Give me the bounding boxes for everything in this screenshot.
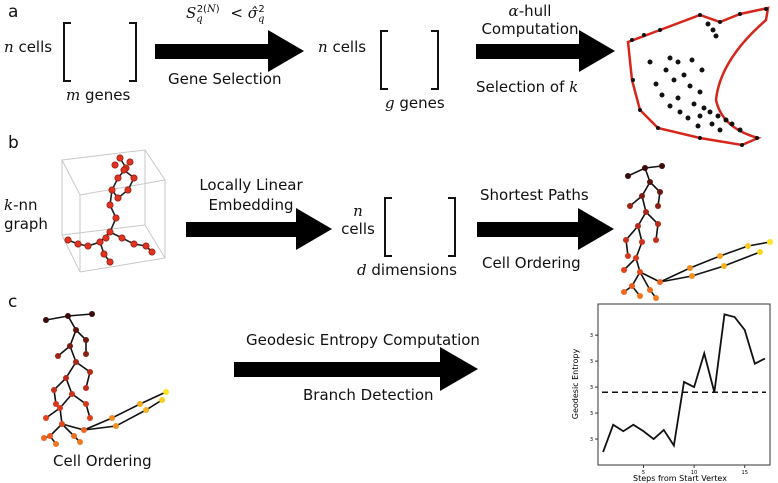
x-tick-label: 15: [742, 470, 748, 476]
panel-label-a: a: [8, 2, 19, 22]
alpha-hull-plot: [626, 6, 770, 147]
arrow-a1: [155, 30, 304, 72]
a-step2-bottom: Selection of k: [476, 78, 579, 96]
y-tick-label: 3: [590, 359, 593, 365]
c-step-bottom: Branch Detection: [303, 386, 434, 404]
b-input-label: k-nn graph: [4, 196, 48, 233]
b-output-bracket-right: [448, 197, 456, 257]
b-step2-bottom: Cell Ordering: [482, 254, 581, 272]
a-input-bracket-right: [129, 22, 137, 82]
a-step1-bottom: Gene Selection: [168, 70, 282, 88]
a-input-bracket-left: [63, 22, 71, 82]
a-step2-top: α-hull Computation: [481, 2, 579, 38]
x-tick-label: 5: [642, 470, 645, 476]
entropy-chart: 3 3 3 3 3 5 10 15 Steps from Start Vertex Geode…: [571, 303, 771, 483]
a-step1-top: Sq2(N) < σ̂q2: [186, 4, 265, 25]
arrow-a2: [476, 30, 615, 72]
a-output-bracket-right: [431, 30, 439, 90]
a-input-rows: n cells: [4, 38, 53, 56]
arrow-b1: [186, 208, 332, 250]
panel-label-b: b: [8, 133, 19, 153]
a-input-cols: m genes: [66, 86, 131, 104]
a-output-bracket-left: [380, 30, 388, 90]
b-step2-top: Shortest Paths: [480, 186, 589, 204]
knn-graph-3d: [61, 149, 166, 273]
chart-xlabel: Steps from Start Vertex: [633, 474, 727, 483]
x-tick-label: 10: [691, 470, 697, 476]
entropy-series-line: [602, 313, 766, 453]
y-tick-label: 3: [590, 333, 593, 339]
cell-ordering-tree-b: [621, 163, 773, 301]
y-tick-label: 3: [590, 411, 593, 417]
chart-ylabel: Geodesic Entropy: [571, 349, 580, 420]
c-input-caption: Cell Ordering: [53, 452, 152, 470]
panel-label-c: c: [8, 292, 18, 312]
chart-frame: [597, 303, 771, 466]
arrow-c: [234, 347, 478, 391]
arrow-b2: [477, 208, 614, 250]
a-output-rows: n cells: [318, 38, 367, 56]
b-output-cols: d dimensions: [357, 261, 457, 279]
b-output-bracket-left: [384, 197, 392, 257]
y-tick-label: 3: [590, 437, 593, 443]
cell-ordering-tree-c: [41, 311, 169, 447]
a-output-cols: g genes: [385, 94, 445, 112]
c-step-top: Geodesic Entropy Computation: [246, 331, 480, 349]
y-tick-label: 3: [590, 385, 593, 391]
